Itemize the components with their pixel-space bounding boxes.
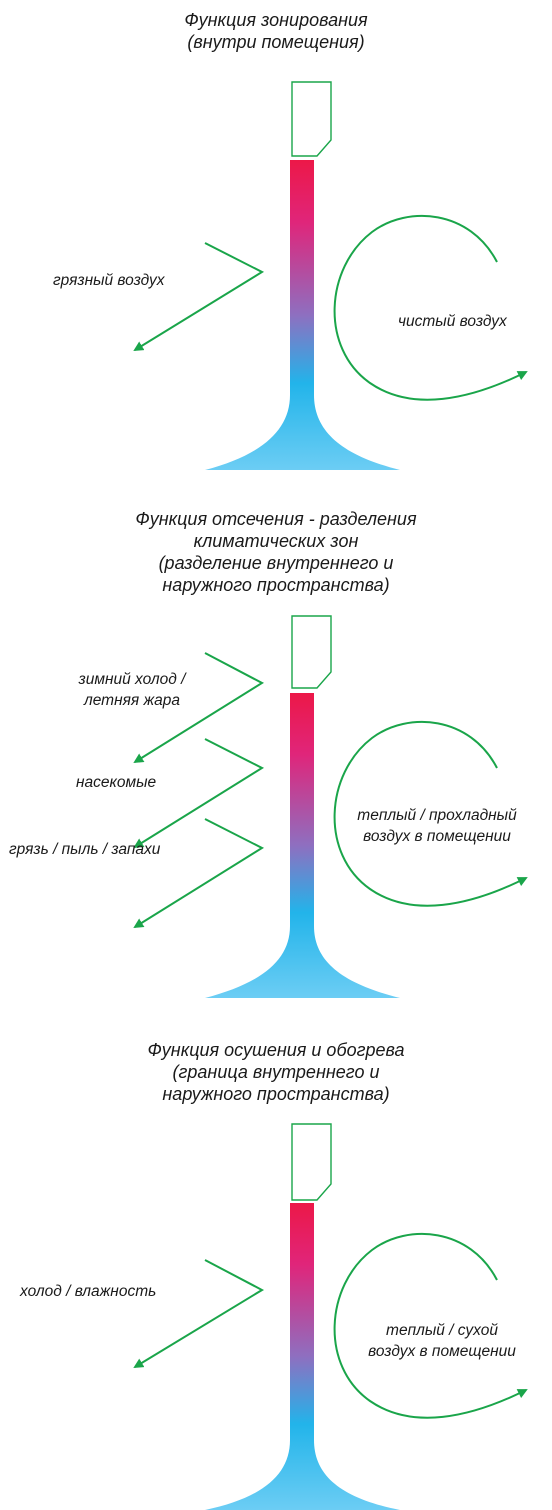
left-label: насекомые xyxy=(76,774,157,791)
air-curtain-unit-icon xyxy=(291,81,332,157)
left-label: зимний холод / летняя жара xyxy=(78,671,186,709)
left-label: грязь / пыль / запахи xyxy=(9,841,161,858)
green-arrow-icon xyxy=(133,1259,265,1369)
drying-heating-panel: Функция осушения и обогрева (граница вну… xyxy=(0,1010,552,1510)
title-line: наружного пространства) xyxy=(162,575,390,595)
air-stream-icon xyxy=(205,1203,400,1510)
curved-arrow-icon xyxy=(333,1232,528,1419)
title-line: наружного пространства) xyxy=(162,1084,390,1104)
title-line: (граница внутреннего и xyxy=(172,1062,380,1082)
title-line: (внутри помещения) xyxy=(187,32,365,52)
air-stream-icon xyxy=(205,160,400,470)
title-line: климатических зон xyxy=(193,531,359,551)
title-line: Функция зонирования xyxy=(184,10,368,30)
zoning-diagram xyxy=(133,81,528,470)
title-line: (разделение внутреннего и xyxy=(158,553,394,573)
green-arrow-icon xyxy=(133,738,265,849)
panel-title: Функция отсечения - разделения климатиче… xyxy=(0,508,552,596)
air-stream-icon xyxy=(205,693,400,998)
green-arrow-icon xyxy=(133,242,265,352)
green-arrow-icon xyxy=(133,652,265,764)
air-curtain-unit-icon xyxy=(291,615,332,689)
right-label-line: теплый / прохладный xyxy=(357,807,517,824)
right-label: чистый воздух xyxy=(398,313,507,330)
left-label: холод / влажность xyxy=(20,1283,157,1300)
curved-arrow-icon xyxy=(333,214,528,401)
right-label: теплый / сухой воздух в помещении xyxy=(332,1320,552,1362)
right-label-line: воздух в помещении xyxy=(363,828,511,845)
panel-title: Функция осушения и обогрева (граница вну… xyxy=(0,1039,552,1105)
right-label-line: воздух в помещении xyxy=(368,1343,516,1360)
right-label-line: теплый / сухой xyxy=(386,1322,498,1339)
air-curtain-unit-icon xyxy=(291,1123,332,1201)
curved-arrow-icon xyxy=(333,720,528,907)
title-line: Функция осушения и обогрева xyxy=(147,1040,405,1060)
drying-heating-diagram xyxy=(133,1123,528,1510)
climate-zone-separation-panel: Функция отсечения - разделения климатиче… xyxy=(0,480,552,1010)
right-label: теплый / прохладный воздух в помещении xyxy=(322,805,552,847)
green-arrow-icon xyxy=(133,818,265,929)
panel-title: Функция зонирования (внутри помещения) xyxy=(0,9,552,53)
left-label: грязный воздух xyxy=(53,272,165,289)
title-line: Функция отсечения - разделения xyxy=(135,509,417,529)
climate-zone-diagram xyxy=(133,615,528,998)
zoning-panel: Функция зонирования (внутри помещения) г… xyxy=(0,0,552,480)
